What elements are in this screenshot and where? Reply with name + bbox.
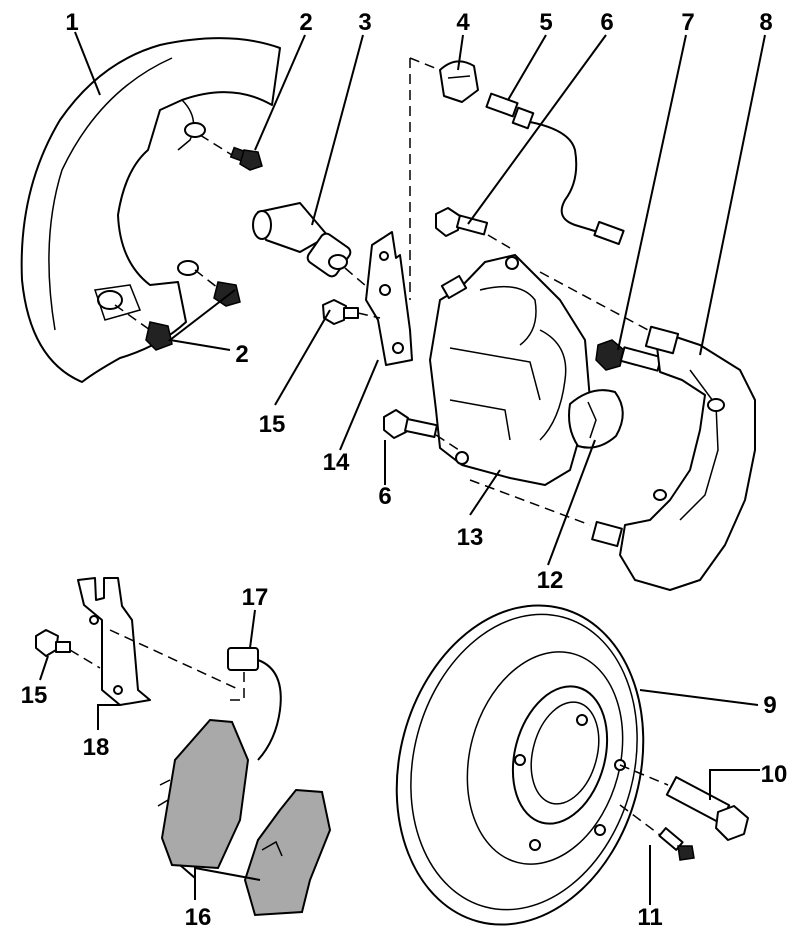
wear-sensor <box>227 647 282 761</box>
label-6-top: 6 <box>600 9 613 36</box>
label-5: 5 <box>539 9 552 36</box>
label-2-bottom: 2 <box>235 341 248 368</box>
guide-pin <box>252 202 381 299</box>
guide-pin-cap <box>568 389 624 449</box>
label-15-top: 15 <box>259 411 286 438</box>
brake-disc <box>395 604 645 926</box>
leader-lines <box>39 31 766 905</box>
brake-pad-rear <box>243 788 332 917</box>
bracket-bolt-lower <box>35 629 101 669</box>
label-13: 13 <box>457 524 484 551</box>
label-7: 7 <box>681 9 694 36</box>
label-18: 18 <box>83 734 110 761</box>
label-15-bottom: 15 <box>21 682 48 709</box>
label-4: 4 <box>456 9 470 36</box>
wear-sensor-wire <box>485 92 625 246</box>
caliper-carrier <box>469 325 756 591</box>
label-14: 14 <box>323 449 350 476</box>
label-3: 3 <box>358 9 371 36</box>
shield-bolt-mid <box>194 269 241 307</box>
disc-retaining-screw <box>619 804 695 861</box>
shield-bolt-top <box>199 134 263 171</box>
label-2-top: 2 <box>299 9 312 36</box>
label-1: 1 <box>65 9 78 36</box>
label-11: 11 <box>637 904 662 931</box>
caliper-bolt-upper <box>435 207 511 249</box>
brake-caliper <box>429 254 591 486</box>
caliper-bracket-plate <box>365 231 413 366</box>
brake-pad-front <box>157 718 250 870</box>
label-9: 9 <box>763 692 776 719</box>
label-8: 8 <box>759 9 772 36</box>
sensor-clip <box>409 57 479 300</box>
label-12: 12 <box>537 567 564 594</box>
bracket-bolt-upper <box>322 299 381 325</box>
caliper-bolt-lower <box>383 409 463 453</box>
carrier-bolt <box>539 271 663 372</box>
sensor-bracket-small <box>77 577 241 706</box>
label-10: 10 <box>761 761 788 788</box>
label-6-bottom: 6 <box>378 483 391 510</box>
shield-bolt-low <box>114 304 173 351</box>
label-17: 17 <box>242 584 269 611</box>
wheel-bolt <box>619 764 749 841</box>
label-16: 16 <box>185 904 212 931</box>
